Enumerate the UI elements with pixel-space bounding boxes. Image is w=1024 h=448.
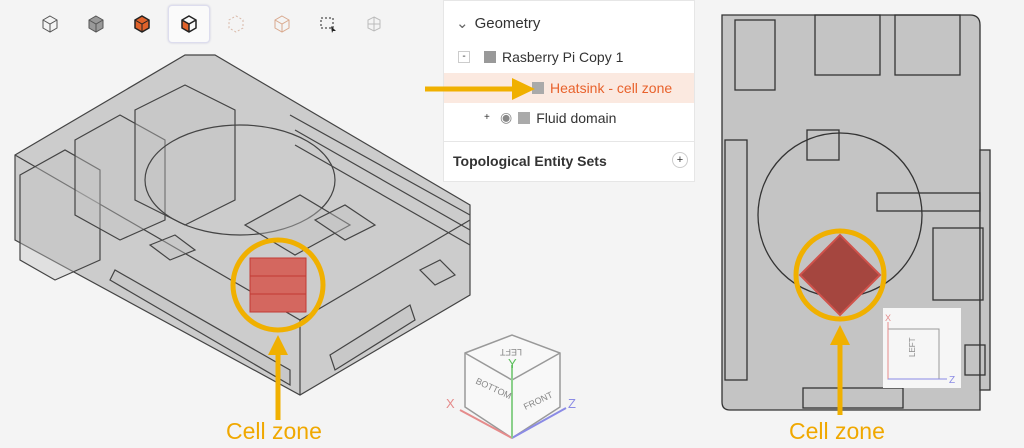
eye-icon[interactable]: ◉: [500, 109, 513, 125]
add-entity-set-button[interactable]: +: [672, 152, 688, 168]
solid-view-button[interactable]: [76, 6, 116, 42]
tree-item-fluid-domain[interactable]: + ◉ Fluid domain: [484, 109, 617, 126]
orientation-cube[interactable]: LEFT BOTTOM FRONT X Y Z: [440, 320, 590, 448]
topological-entity-sets-header: Topological Entity Sets: [453, 153, 607, 169]
expand-toggle[interactable]: +: [484, 112, 490, 123]
cube-vertices-icon: [228, 15, 244, 33]
svg-text:Z: Z: [949, 375, 955, 386]
mesh-icon: [367, 16, 381, 32]
axis-x: X: [446, 396, 455, 411]
wireframe-view-button[interactable]: [30, 6, 70, 42]
view-toolbar: [30, 4, 394, 44]
cube-edges-icon: [274, 15, 290, 33]
collapse-toggle[interactable]: -: [458, 51, 470, 63]
faces-select-button[interactable]: [122, 6, 162, 42]
box-select-icon: [320, 17, 336, 33]
chevron-down-icon[interactable]: ⌄: [456, 15, 469, 32]
svg-text:X: X: [885, 313, 891, 323]
cell-zone-label-left: Cell zone: [226, 418, 322, 444]
cube-orange-faces-icon: [134, 15, 150, 33]
box-select-button[interactable]: [308, 6, 348, 42]
part-icon: [484, 51, 496, 63]
tree-item-rasberry-pi[interactable]: - Rasberry Pi Copy 1: [458, 49, 623, 65]
axis-z: Z: [568, 396, 576, 411]
model-3d-view[interactable]: [0, 40, 480, 448]
highlight-circle-right: [793, 228, 887, 322]
face-select-button[interactable]: [168, 5, 210, 43]
axis-y: Y: [508, 356, 517, 371]
cube-wireframe-icon: [42, 15, 58, 33]
orientation-gizmo-2d[interactable]: X Z LEFT: [883, 308, 961, 388]
cell-zone-label-right: Cell zone: [789, 418, 885, 444]
highlight-circle: [230, 237, 326, 333]
gizmo-face-top[interactable]: LEFT: [499, 347, 522, 357]
heatsink-cell-zone[interactable]: [249, 257, 307, 313]
edge-select-button[interactable]: [262, 6, 302, 42]
tree-pointer-arrow: [425, 78, 535, 100]
tree-item-heatsink[interactable]: Heatsink - cell zone: [532, 80, 672, 96]
gizmo2-face[interactable]: LEFT: [908, 337, 917, 357]
mesh-button[interactable]: [354, 6, 394, 42]
cube-icon: [532, 82, 544, 94]
cube-solid-icon: [88, 15, 104, 33]
vertex-select-button[interactable]: [216, 6, 256, 42]
cube-icon: [518, 111, 531, 124]
model-top-view[interactable]: X Z LEFT: [715, 10, 995, 415]
heatsink-cell-zone-top[interactable]: [798, 233, 882, 317]
cube-orange-face-selected-icon: [181, 15, 197, 33]
geometry-section-header[interactable]: ⌄ Geometry: [456, 14, 541, 33]
